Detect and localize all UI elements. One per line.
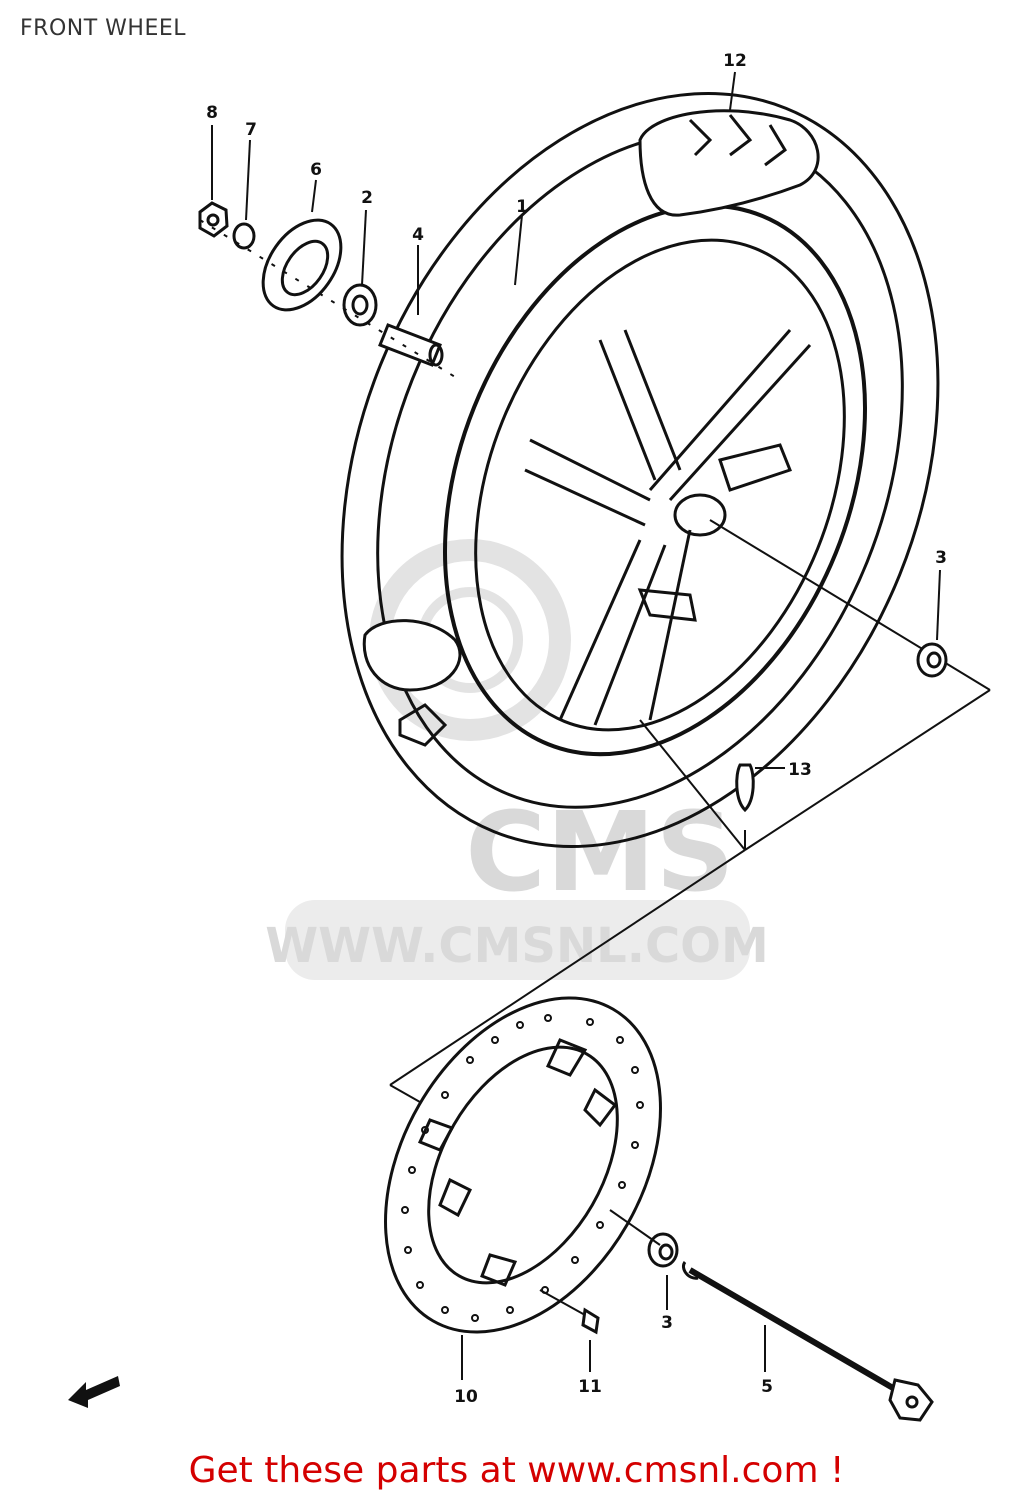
callout-12: 12: [723, 51, 747, 71]
callout-6: 6: [310, 160, 322, 180]
axle-guide-line: [709, 519, 991, 691]
spoke-4b: [593, 544, 667, 726]
callout-4: 4: [412, 225, 424, 245]
part-2-bearing: [342, 283, 378, 327]
callout-13: 13: [788, 760, 812, 780]
rim-outer: [443, 203, 867, 757]
tire-cutaway-bottom: [362, 619, 462, 692]
wheel-assembly: [340, 91, 991, 849]
spoke-2: [529, 438, 651, 502]
callout-7: 7: [245, 120, 257, 140]
relation-line-2: [639, 719, 746, 851]
relation-line-1: [744, 689, 991, 851]
part-8-nut: [198, 201, 229, 238]
watermark: CMS WWW.CMSNL.COM: [265, 539, 769, 980]
get-parts-link[interactable]: Get these parts at www.cmsnl.com !: [188, 1450, 845, 1491]
watermark-url: WWW.CMSNL.COM: [265, 918, 769, 974]
part-5-axle: [688, 1267, 907, 1398]
callout-5: 5: [761, 1377, 773, 1397]
part-6-gearbox: [261, 218, 343, 312]
spoke-2b: [524, 468, 646, 527]
tire-outer: [340, 91, 940, 849]
tire-tread-top: [688, 114, 787, 167]
callout-3-lower: 3: [661, 1313, 673, 1333]
callout-11: 11: [578, 1377, 602, 1397]
spoke-4: [558, 539, 642, 721]
watermark-banner: [285, 900, 750, 980]
spoke-3b: [668, 343, 812, 502]
hub-small-parts: [198, 71, 736, 381]
hub-boss-lower: [637, 588, 697, 622]
callout-10: 10: [454, 1387, 478, 1407]
hub-dash-line: [199, 219, 461, 381]
page-title: FRONT WHEEL: [20, 16, 186, 41]
brake-disc-assembly: [384, 996, 934, 1422]
part-7-washer: [232, 222, 256, 250]
spoke-1: [598, 339, 657, 481]
brake-disc-inner: [427, 1045, 619, 1285]
axle-head: [888, 1378, 934, 1422]
part-11-bolt: [581, 1307, 600, 1335]
callout-2: 2: [361, 188, 373, 208]
part-3-bearing-right: [916, 642, 948, 678]
part-13-valve: [735, 763, 755, 813]
callout-1: 1: [516, 197, 528, 217]
relation-line-4: [389, 849, 746, 1086]
watermark-brand: CMS: [465, 788, 734, 916]
callout-8: 8: [206, 103, 218, 123]
callout-3-right: 3: [935, 548, 947, 568]
spoke-5: [648, 529, 692, 721]
spoke-1b: [623, 329, 682, 471]
hub: [673, 493, 727, 537]
front-arrow-icon: [68, 1376, 120, 1408]
callout-labels: 8 7 6 2 4 1 12 3 13 10 11 3 5: [206, 51, 947, 1407]
tire-inner: [376, 131, 904, 809]
spoke-3: [648, 329, 792, 491]
tire-cutaway-top: [638, 109, 820, 217]
right-small-parts: [389, 569, 991, 1086]
part-4-spacer: [378, 323, 442, 367]
hub-boss-upper: [718, 443, 792, 492]
part-10-brake-disc-outer: [384, 996, 662, 1334]
rim-inner: [474, 238, 846, 732]
tire-tread-bottom: [398, 703, 448, 747]
